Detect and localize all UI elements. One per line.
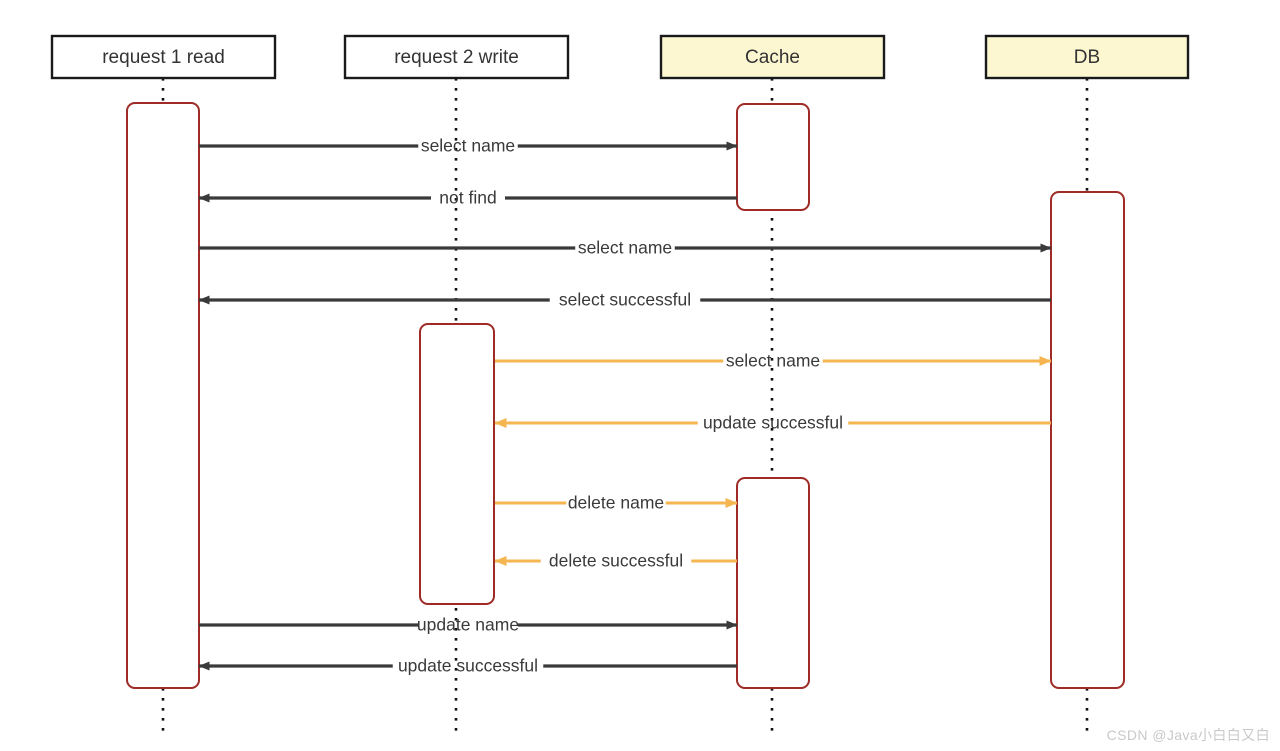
participant-label: request 2 write (394, 47, 519, 68)
participant-box[interactable] (50, 34, 277, 80)
activation-bar-cache (736, 477, 810, 689)
message-m5: select name (495, 351, 1052, 371)
participant-req2[interactable]: request 2 write (343, 34, 570, 80)
participant-cache[interactable]: Cache (659, 34, 886, 80)
csdn-watermark: CSDN @Java小白白又白 (1106, 727, 1270, 743)
participant-req1[interactable]: request 1 read (50, 34, 277, 80)
message-m7: delete name (495, 493, 738, 513)
activation-bar-db (1050, 191, 1125, 689)
message-m4: select successful (198, 290, 1051, 310)
message-m8: delete successful (494, 551, 737, 571)
message-label: select name (421, 136, 515, 156)
participant-label: DB (1074, 47, 1100, 68)
activation-bar-cache (736, 103, 810, 211)
message-label: not find (439, 188, 496, 208)
message-label: update successful (398, 656, 538, 676)
message-m3: select name (199, 238, 1052, 258)
lifelines-layer (161, 78, 1089, 734)
activations-layer (126, 102, 1125, 689)
message-label: select name (726, 351, 820, 371)
activation-bar-req2 (419, 323, 495, 605)
message-m6: update successful (494, 413, 1051, 433)
participant-label: request 1 read (102, 47, 225, 68)
message-label: delete name (568, 493, 664, 513)
message-m9: update name (199, 615, 738, 635)
message-label: select successful (559, 290, 691, 310)
participant-label: Cache (745, 47, 800, 68)
message-m1: select name (199, 136, 738, 156)
message-label: delete successful (549, 551, 683, 571)
participants-layer: request 1 read request 2 write Cache DB (50, 34, 1190, 80)
messages-layer: select name not find select name select suc… (198, 136, 1052, 676)
message-label: update successful (703, 413, 843, 433)
activation-bar-req1 (126, 102, 200, 689)
message-label: select name (578, 238, 672, 258)
message-m2: not find (198, 188, 737, 208)
participant-box[interactable] (984, 34, 1190, 80)
message-m10: update successful (198, 656, 737, 676)
participant-db[interactable]: DB (984, 34, 1190, 80)
message-label: update name (417, 615, 519, 635)
participant-box[interactable] (343, 34, 570, 80)
participant-box[interactable] (659, 34, 886, 80)
